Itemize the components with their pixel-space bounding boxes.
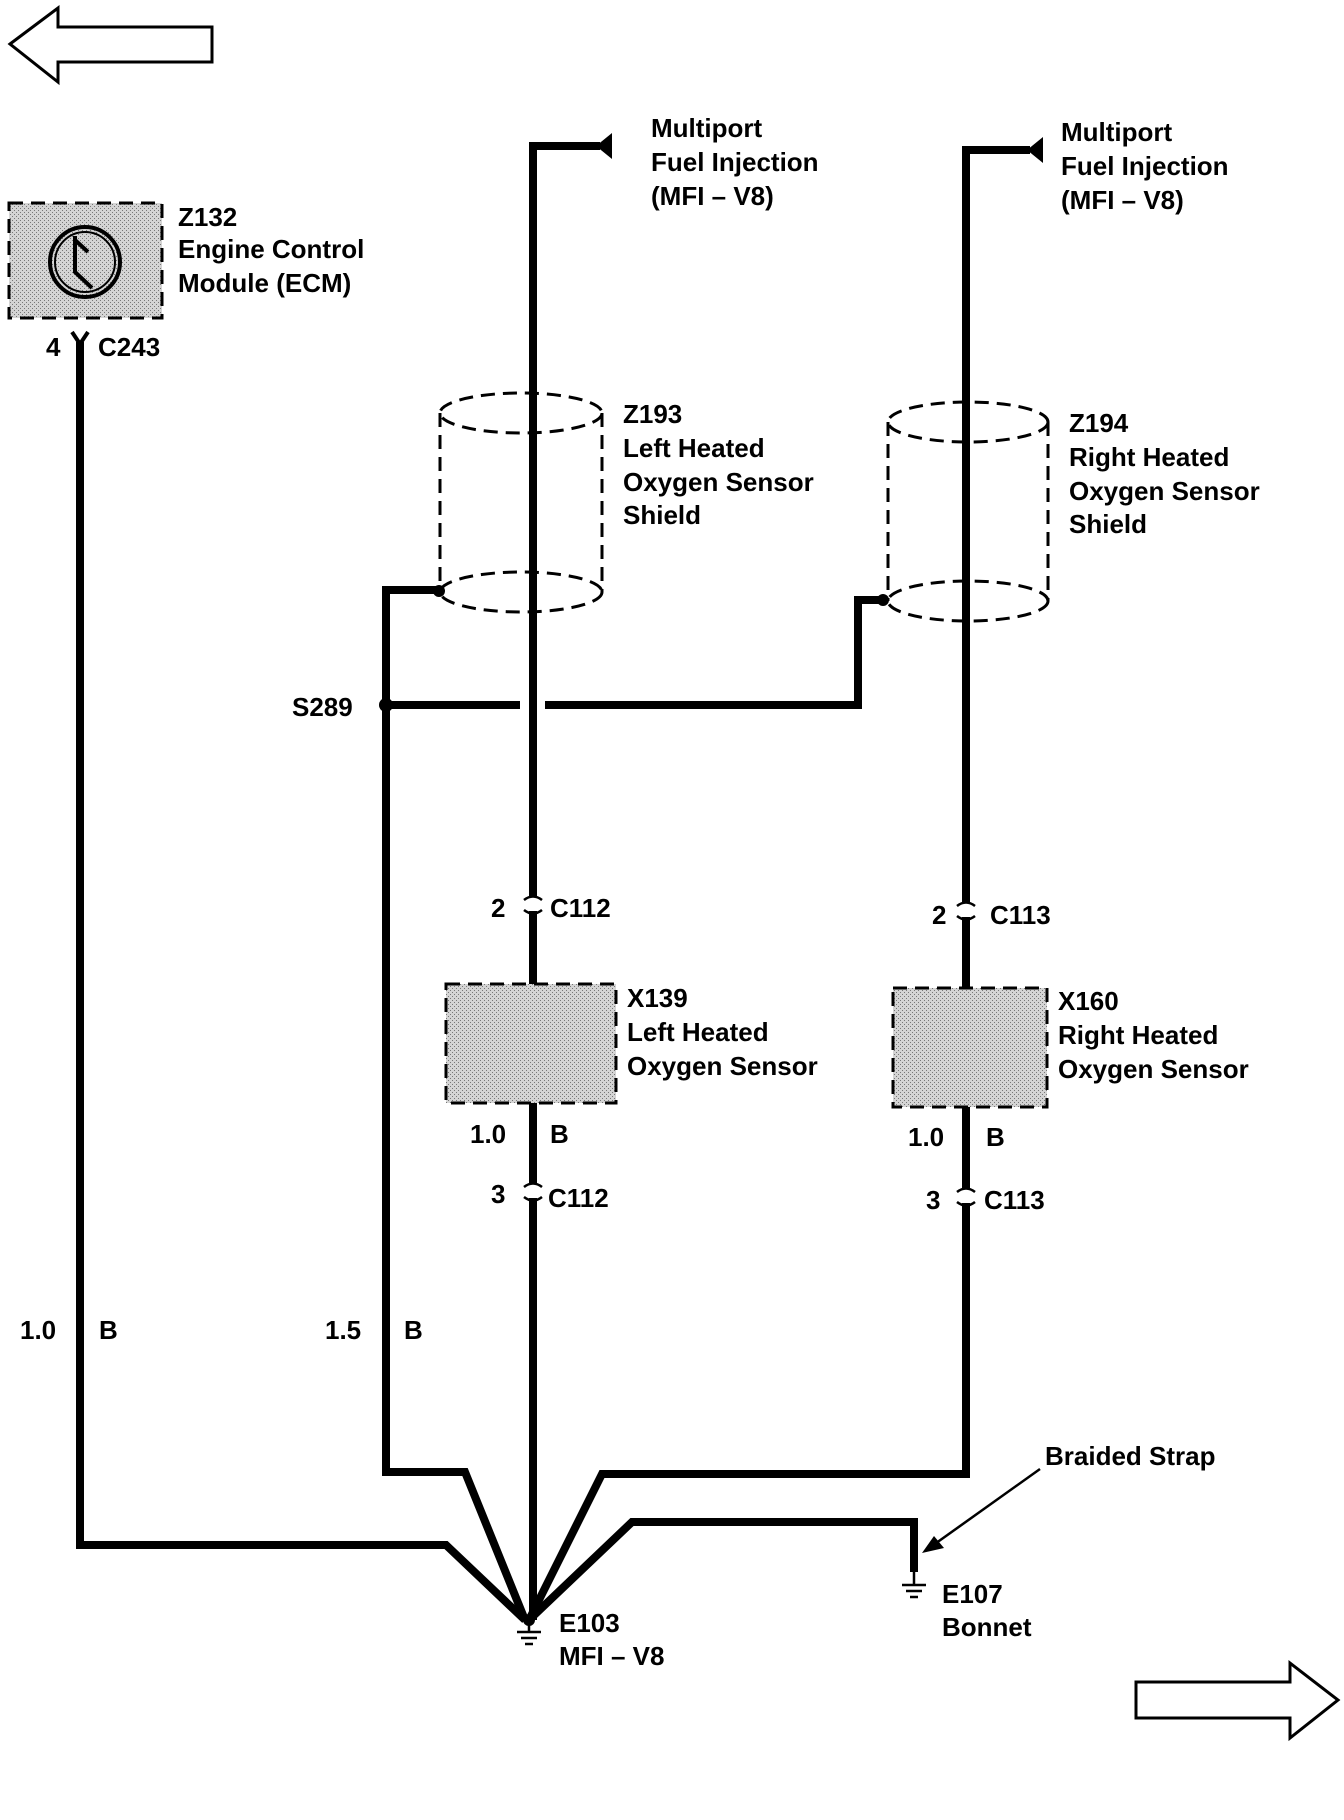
right-arrow-icon[interactable] <box>1134 1659 1341 1742</box>
wires <box>76 142 1030 1623</box>
left-c112-top: C112 <box>550 893 611 923</box>
sensor-right-line2: Oxygen Sensor <box>1058 1054 1249 1084</box>
shield-right-line3: Shield <box>1069 509 1147 539</box>
mfi-left-line2: Fuel Injection <box>651 147 819 177</box>
ecm-wire-gauge: 1.0 <box>20 1315 56 1345</box>
left-shield <box>433 391 604 614</box>
connector-c113-bottom-icon <box>954 1187 978 1207</box>
splice-s289 <box>379 698 393 712</box>
mfi-right-arrow-icon <box>1027 137 1043 163</box>
ground-e107-icon <box>902 1572 926 1599</box>
shield-left-line2: Oxygen Sensor <box>623 467 814 497</box>
left-c112-bottom-pin: 3 <box>491 1179 505 1209</box>
ecm-connector: C243 <box>98 332 160 362</box>
left-sensor-color: B <box>550 1119 569 1149</box>
shield-left-id: Z193 <box>623 399 682 429</box>
sensor-right-line1: Right Heated <box>1058 1020 1218 1050</box>
shield-right-line2: Oxygen Sensor <box>1069 476 1260 506</box>
shield-left-line1: Left Heated <box>623 433 765 463</box>
left-c112-top-pin: 2 <box>491 893 505 923</box>
right-sensor-gauge: 1.0 <box>908 1122 944 1152</box>
ground-e107-id: E107 <box>942 1579 1003 1609</box>
ground-e107-label: Bonnet <box>942 1612 1032 1642</box>
right-shield <box>877 400 1050 623</box>
ecm-id: Z132 <box>178 202 237 232</box>
mfi-left-arrow-icon <box>596 133 612 159</box>
mfi-left-line3: (MFI – V8) <box>651 181 774 211</box>
right-c113-bottom-pin: 3 <box>926 1185 940 1215</box>
left-sensor-gauge: 1.0 <box>470 1119 506 1149</box>
braided-strap-label: Braided Strap <box>1045 1441 1216 1471</box>
connector-c113-top-icon <box>954 901 978 921</box>
mfi-right-line3: (MFI – V8) <box>1061 185 1184 215</box>
shield-left-line3: Shield <box>623 500 701 530</box>
left-arrow-icon[interactable] <box>7 5 214 86</box>
right-c113-top-pin: 2 <box>932 900 946 930</box>
mfi-right-line1: Multiport <box>1061 117 1173 147</box>
connector-c112-bottom-icon <box>521 1182 545 1202</box>
shield-right-id: Z194 <box>1069 408 1129 438</box>
left-c112-bottom: C112 <box>548 1183 609 1213</box>
sensor-left-line1: Left Heated <box>627 1017 769 1047</box>
sensor-left-id: X139 <box>627 983 688 1013</box>
right-c113-top: C113 <box>990 900 1051 930</box>
right-sensor-box <box>891 986 1049 1109</box>
ecm-wire-color: B <box>99 1315 118 1345</box>
right-c113-bottom: C113 <box>984 1185 1045 1215</box>
sensor-left-line2: Oxygen Sensor <box>627 1051 818 1081</box>
ground-e103-label: MFI – V8 <box>559 1641 664 1671</box>
splice-label: S289 <box>292 692 353 722</box>
sensor-right-id: X160 <box>1058 986 1119 1016</box>
ecm-pin: 4 <box>46 332 61 362</box>
ecm-symbol-icon <box>48 225 122 299</box>
ground-e103-icon <box>517 1614 541 1646</box>
splice-wire-gauge: 1.5 <box>325 1315 361 1345</box>
ecm-module <box>7 201 164 320</box>
ecm-label-line2: Module (ECM) <box>178 268 351 298</box>
splice-wire-color: B <box>404 1315 423 1345</box>
mfi-left-line1: Multiport <box>651 113 763 143</box>
ecm-label-line1: Engine Control <box>178 234 364 264</box>
connector-c112-top-icon <box>521 895 545 915</box>
mfi-right-line2: Fuel Injection <box>1061 151 1229 181</box>
left-sensor-box <box>444 982 618 1105</box>
ground-e103-id: E103 <box>559 1608 620 1638</box>
right-sensor-color: B <box>986 1122 1005 1152</box>
braided-strap-pointer <box>922 1467 1041 1553</box>
shield-right-line1: Right Heated <box>1069 442 1229 472</box>
